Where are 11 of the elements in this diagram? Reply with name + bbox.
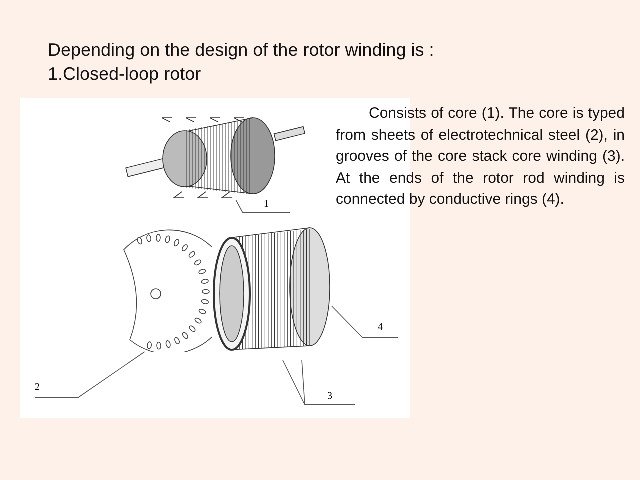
callout-number: 4 [363, 321, 398, 338]
title: Depending on the design of the rotor winding is : [48, 39, 434, 62]
leader-line [236, 200, 244, 214]
callout-number: 1 [243, 198, 290, 213]
subtitle: 1.Closed-loop rotor [48, 63, 202, 86]
leader-line [282, 360, 306, 406]
leader-line [332, 306, 364, 338]
callout-number: 3 [305, 390, 355, 405]
description-paragraph: Consists of core (1). The core is typed from sheets of electrotechnical steel (2), in grooves of the core stack core winding (3). At the ends of the rotor rod winding is connected by conductive rings (4). [336, 104, 625, 210]
callout-number: 2 [35, 381, 78, 398]
leader-line [78, 352, 146, 398]
